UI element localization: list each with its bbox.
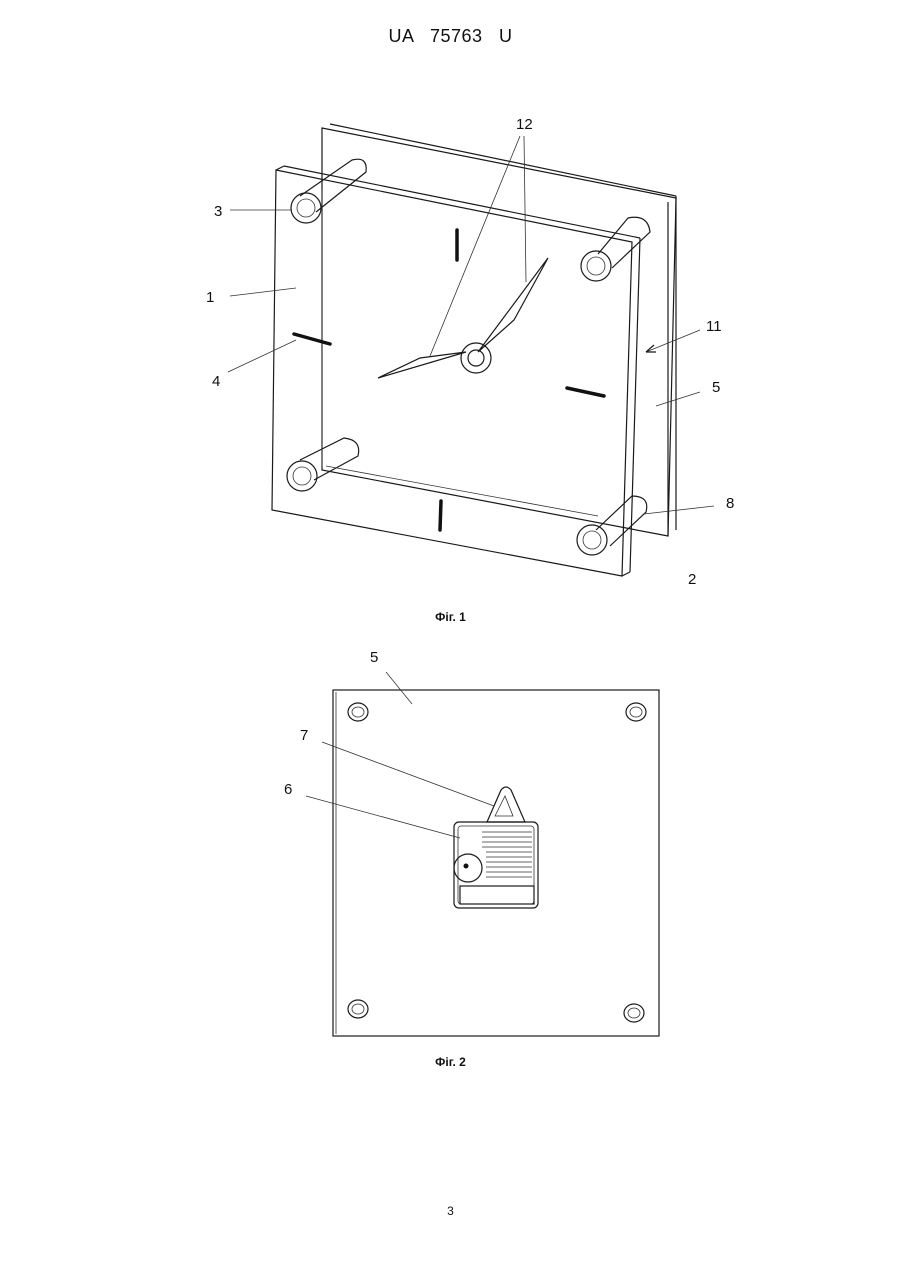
fig1-label-12: 12	[516, 116, 533, 133]
leader-lines-fig1	[228, 136, 714, 514]
fig2-label-7: 7	[300, 727, 308, 744]
fig1-label-2: 2	[688, 571, 696, 588]
hour-markers	[294, 230, 604, 530]
fig1-label-8: 8	[726, 495, 734, 512]
spacer-posts	[300, 159, 650, 546]
fig1-label-11: 11	[706, 318, 722, 335]
clock-mechanism	[454, 787, 538, 908]
figure-1-clock-isometric: 3 1 4 12 11 5 8 2	[206, 116, 734, 588]
fig1-label-5: 5	[712, 379, 720, 396]
leader-lines-fig2	[306, 672, 494, 838]
screw-heads	[287, 193, 611, 555]
figure-2-caption: Фіг. 2	[0, 1055, 901, 1069]
back-plate	[322, 124, 676, 536]
fig2-label-5: 5	[370, 649, 378, 666]
hanger-hook	[487, 787, 525, 822]
fig1-label-4: 4	[212, 373, 220, 390]
battery-compartment	[460, 886, 534, 904]
back-plate-rear	[333, 690, 659, 1036]
figure-1-caption: Фіг. 1	[0, 610, 901, 624]
fig2-label-6: 6	[284, 781, 292, 798]
fig1-label-1: 1	[206, 289, 214, 306]
front-plate	[272, 166, 640, 576]
mounting-holes	[348, 703, 646, 1022]
page-number: 3	[0, 1204, 901, 1218]
fig1-label-3: 3	[214, 203, 222, 220]
figure-2-back-view: 5 7 6	[284, 649, 659, 1036]
